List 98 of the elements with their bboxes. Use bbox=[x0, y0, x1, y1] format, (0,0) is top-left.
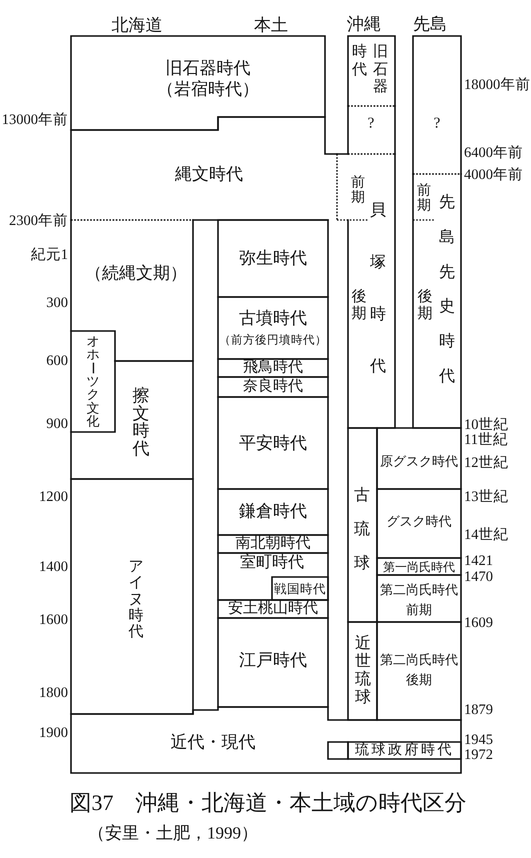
period-label: 貝塚時代 bbox=[370, 203, 386, 375]
period-label: 近代・現代 bbox=[170, 734, 256, 750]
period-box bbox=[413, 36, 461, 174]
period-box bbox=[218, 397, 328, 489]
period-box bbox=[71, 361, 193, 479]
period-box bbox=[377, 622, 461, 720]
date-label: 1879 bbox=[464, 702, 493, 718]
period-label: 平安時代 bbox=[239, 434, 307, 452]
date-label: 6400年前 bbox=[464, 146, 523, 160]
period-box bbox=[71, 479, 193, 714]
date-label: 1400 bbox=[39, 560, 68, 574]
phase-label: 後期 bbox=[352, 290, 366, 322]
column-header: 沖縄 bbox=[347, 16, 381, 32]
date-label: 18000年前 bbox=[464, 78, 530, 92]
period-label: 奈良時代 bbox=[243, 380, 303, 394]
date-label: 11世紀 bbox=[464, 432, 508, 448]
period-box bbox=[348, 622, 377, 720]
period-label: （続縄文期） bbox=[85, 264, 187, 282]
period-label: 江戸時代 bbox=[239, 652, 307, 668]
period-label: （岩宿時代） bbox=[157, 80, 259, 98]
period-box bbox=[348, 428, 377, 622]
period-label: 古琉球 bbox=[354, 488, 370, 572]
period-label: 旧石器時代 bbox=[166, 60, 250, 76]
date-label: 1470 bbox=[464, 570, 493, 584]
period-label: 琉球政府時代 bbox=[355, 744, 454, 758]
date-label: 13000年前 bbox=[2, 112, 68, 128]
period-box bbox=[218, 553, 328, 600]
period-box bbox=[218, 377, 328, 397]
period-box bbox=[413, 174, 461, 428]
date-label: 1972 bbox=[464, 747, 493, 762]
date-label: 600 bbox=[46, 354, 68, 368]
question-mark: ? bbox=[368, 116, 374, 132]
period-box bbox=[71, 117, 337, 220]
period-label: グスク時代 bbox=[386, 514, 452, 528]
period-box bbox=[218, 618, 328, 707]
date-label: 900 bbox=[46, 416, 68, 432]
date-label: 1609 bbox=[464, 616, 493, 630]
period-label: アイヌ時代 bbox=[128, 560, 144, 640]
period-box bbox=[377, 558, 461, 575]
period-label: 南北朝時代 bbox=[236, 536, 310, 552]
period-box bbox=[348, 106, 395, 154]
period-label: 飛鳥時代 bbox=[243, 360, 303, 376]
period-box bbox=[348, 36, 395, 106]
period-label: 鎌倉時代 bbox=[239, 502, 307, 520]
period-label: 先島先史時代 bbox=[439, 195, 455, 385]
phase-label: 後期 bbox=[418, 290, 432, 322]
period-box bbox=[218, 489, 328, 535]
phase-label: 前期 bbox=[351, 176, 365, 206]
period-box bbox=[218, 600, 328, 618]
figure-caption: 図37 沖縄・北海道・本土域の時代区分 bbox=[70, 792, 466, 814]
period-box bbox=[218, 359, 328, 377]
period-label: （前方後円墳時代） bbox=[219, 335, 327, 347]
period-box bbox=[71, 36, 325, 130]
period-box bbox=[377, 428, 461, 489]
period-label: 第二尚氏時代後期 bbox=[379, 651, 459, 689]
period-box bbox=[218, 297, 328, 359]
period-label: 縄文時代 bbox=[175, 166, 243, 182]
phase-label: 前期 bbox=[417, 184, 431, 214]
period-box bbox=[218, 535, 328, 553]
period-label: 旧石器時代 bbox=[352, 45, 388, 95]
period-label: 近世琉球 bbox=[355, 636, 371, 706]
blank-box bbox=[328, 742, 348, 759]
period-label: 擦文時代 bbox=[132, 387, 150, 457]
period-box bbox=[272, 577, 328, 600]
date-label: 1800 bbox=[39, 686, 68, 700]
period-label: 室町時代 bbox=[240, 555, 304, 571]
period-label: 安土桃山時代 bbox=[228, 602, 318, 616]
period-box bbox=[377, 575, 461, 622]
period-label: 戦国時代 bbox=[274, 582, 326, 595]
date-label: 1900 bbox=[39, 726, 68, 740]
period-box bbox=[71, 220, 193, 361]
date-label: 紀元1 bbox=[30, 248, 68, 262]
date-label: 2300年前 bbox=[9, 214, 68, 228]
period-label: 原グスク時代 bbox=[380, 454, 458, 468]
period-box bbox=[71, 707, 461, 773]
date-label: 12世紀 bbox=[464, 456, 508, 470]
date-label: 1600 bbox=[39, 612, 68, 628]
period-box bbox=[337, 154, 395, 428]
date-label: 10世紀 bbox=[464, 418, 508, 432]
period-label: 第二尚氏時代前期 bbox=[379, 581, 459, 619]
period-label: 第一尚氏時代 bbox=[383, 561, 455, 573]
period-label: オホーツク文化 bbox=[86, 334, 100, 428]
period-label: 古墳時代 bbox=[239, 310, 307, 326]
citation: （安里・土肥，1999） bbox=[88, 824, 258, 842]
date-label: 4000年前 bbox=[464, 168, 523, 182]
date-label: 13世紀 bbox=[464, 490, 508, 504]
date-label: 1200 bbox=[39, 490, 68, 504]
date-label: 1421 bbox=[464, 554, 493, 568]
date-label: 300 bbox=[46, 296, 68, 310]
date-label: 1945 bbox=[464, 732, 493, 748]
period-box bbox=[71, 331, 115, 432]
question-mark: ? bbox=[434, 116, 440, 132]
column-header: 先島 bbox=[413, 16, 447, 32]
date-label: 14世紀 bbox=[464, 528, 508, 542]
period-box bbox=[218, 220, 328, 297]
period-box bbox=[348, 742, 461, 759]
period-label: 弥生時代 bbox=[239, 250, 307, 266]
period-box bbox=[377, 489, 461, 558]
